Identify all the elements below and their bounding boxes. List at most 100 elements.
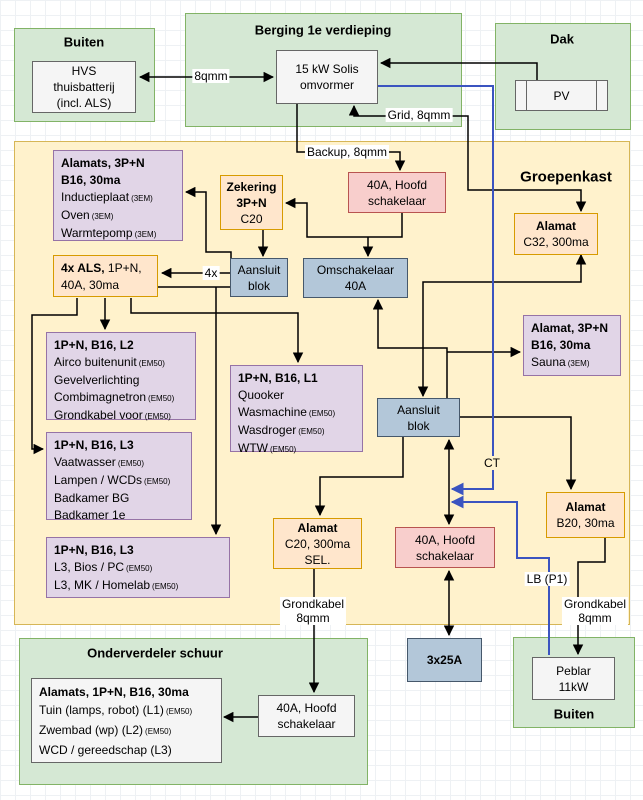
node-text: 40A, Hoofd xyxy=(414,532,476,547)
label-line: 8qmm xyxy=(296,611,330,625)
label-grondkabel-left: Grondkabel 8qmm xyxy=(279,597,347,625)
node-peblar: Peblar 11kW xyxy=(532,657,615,700)
node-text: 1P+N, B16, L3 xyxy=(54,543,134,557)
node-text: Warmtepomp(3EM) xyxy=(61,226,157,240)
node-text: 3P+N xyxy=(236,195,267,210)
node-text: 1P+N, B16, L2 xyxy=(54,338,134,352)
node-text: L3, Bios / PC(EM50) xyxy=(54,560,153,574)
node-text: Alamats, 1P+N, B16, 30ma xyxy=(39,685,189,699)
node-text: HVS xyxy=(71,64,97,78)
node-aansluitblok-right: Aansluit blok xyxy=(377,398,460,437)
node-text: Alamat xyxy=(535,219,576,233)
node-text: WCD / gereedschap (L3) xyxy=(39,743,172,757)
node-text: 15 kW Solis xyxy=(295,62,359,76)
node-group-l1: 1P+N, B16, L1 Quooker Wasmachine(EM50) W… xyxy=(230,365,363,455)
node-alamat-c20-sel: Alamat C20, 300ma SEL. xyxy=(273,518,362,569)
node-group-l3-a: 1P+N, B16, L3 Vaatwasser(EM50) Lampen / … xyxy=(46,432,192,522)
node-text: Zwembad (wp) (L2)(EM50) xyxy=(39,723,172,737)
pv-end-cap-left xyxy=(526,81,527,110)
node-text: (incl. ALS) xyxy=(56,96,112,110)
node-text: Alamats, 3P+N xyxy=(61,156,145,170)
label-lb-p1: LB (P1) xyxy=(524,572,570,586)
node-text: B16, 30ma xyxy=(531,338,591,352)
node-text: Wasmachine(EM50) xyxy=(238,405,336,419)
node-text: Airco buitenunit(EM50) xyxy=(54,355,165,369)
node-alamat-b20: Alamat B20, 30ma xyxy=(546,492,625,538)
node-text: Alamat, 3P+N xyxy=(531,321,609,335)
node-hoofdschakelaar-top: 40A, Hoofd schakelaar xyxy=(348,172,446,213)
node-text: 40A, Hoofd xyxy=(366,177,428,192)
node-group-l2: 1P+N, B16, L2 Airco buitenunit(EM50) Gev… xyxy=(46,332,196,422)
area-title-schuur: Onderverdeler schuur xyxy=(87,645,223,661)
node-text: B16, 30ma xyxy=(61,173,121,187)
node-hoofdschakelaar-bottom: 40A, Hoofd schakelaar xyxy=(395,527,495,568)
node-text: Tuin (lamps, robot) (L1)(EM50) xyxy=(39,703,193,717)
node-text: 3x25A xyxy=(426,653,463,667)
node-text: B20, 30ma xyxy=(556,516,615,530)
label-line: Grondkabel xyxy=(281,597,345,611)
label-ct: CT xyxy=(482,456,502,470)
node-text: C20 xyxy=(240,211,263,226)
node-text: Badkamer BG xyxy=(54,491,130,505)
node-text: schakelaar xyxy=(415,548,475,563)
area-title-dak: Dak xyxy=(550,31,574,47)
node-text: Inductieplaat(3EM) xyxy=(61,190,153,204)
node-text: L3, MK / Homelab(EM50) xyxy=(54,578,179,592)
node-text: Vaatwasser(EM50) xyxy=(54,455,145,469)
node-text: SEL. xyxy=(304,552,331,567)
node-hoofdschakelaar-schuur: 40A, Hoofd schakelaar xyxy=(258,695,355,737)
node-text: Aansluit xyxy=(397,402,440,417)
node-text: Combimagnetron(EM50) xyxy=(54,390,175,404)
node-text: Zekering xyxy=(226,179,277,194)
node-aansluitblok-top: Aansluit blok xyxy=(230,258,288,297)
node-group-l3-b: 1P+N, B16, L3 L3, Bios / PC(EM50) L3, MK… xyxy=(46,537,230,598)
node-text: 11kW xyxy=(558,679,589,694)
label-grid-8qmm: Grid, 8qmm xyxy=(385,108,453,122)
node-pv: PV xyxy=(515,80,608,111)
node-alamat-sauna: Alamat, 3P+N B16, 30ma Sauna(3EM) xyxy=(523,315,621,376)
node-text: Badkamer 1e xyxy=(54,508,126,522)
node-alamats-3pn: Alamats, 3P+N B16, 30ma Inductieplaat(3E… xyxy=(53,150,183,241)
node-zekering-3pn: Zekering 3P+N C20 xyxy=(220,175,283,230)
node-text: schakelaar xyxy=(277,717,336,731)
node-text: thuisbatterij xyxy=(53,80,115,94)
node-text: omvormer xyxy=(299,78,354,92)
node-text: 40A, Hoofd xyxy=(276,701,337,715)
node-solis-omvormer: 15 kW Solis omvormer xyxy=(276,50,378,104)
area-title-buiten-bottom-right: Buiten xyxy=(553,706,595,722)
label-8qmm: 8qmm xyxy=(192,69,230,83)
node-text: Alamat xyxy=(297,520,338,535)
node-text: 1P+N, B16, L3 xyxy=(54,438,134,452)
area-title-berging: Berging 1e verdieping xyxy=(254,22,392,38)
node-alamat-c32: Alamat C32, 300ma xyxy=(514,213,598,255)
node-omschakelaar: Omschakelaar 40A xyxy=(303,258,408,298)
label-line: Grondkabel xyxy=(563,597,627,611)
node-text: blok xyxy=(407,418,430,433)
label-grondkabel-right: Grondkabel 8qmm xyxy=(561,597,629,625)
label-4x: 4x xyxy=(202,266,220,280)
node-text: Gevelverlichting xyxy=(54,373,140,387)
node-text: Sauna(3EM) xyxy=(531,355,590,369)
node-alamats-schuur: Alamats, 1P+N, B16, 30ma Tuin (lamps, ro… xyxy=(31,678,222,763)
pv-end-cap-right xyxy=(596,81,597,110)
area-title-groepenkast: Groepenkast xyxy=(520,168,612,186)
node-text: Quooker xyxy=(238,388,285,402)
node-text: WTW(EM50) xyxy=(238,441,297,455)
node-4x-als: 4x ALS, 1P+N, 40A, 30ma xyxy=(53,255,158,297)
node-text: 40A xyxy=(344,279,367,293)
label-backup-8qmm: Backup, 8qmm xyxy=(304,145,390,159)
node-text: C20, 300ma xyxy=(284,536,351,551)
node-text: Oven(3EM) xyxy=(61,208,114,222)
node-text: Grondkabel voor(EM50) xyxy=(54,408,171,422)
node-hvs-thuisbatterij: HVS thuisbatterij (incl. ALS) xyxy=(32,61,136,113)
node-text: 1P+N, B16, L1 xyxy=(238,371,318,385)
node-text: C32, 300ma xyxy=(523,235,589,249)
node-text: blok xyxy=(247,278,270,293)
node-text: Aansluit xyxy=(237,262,281,277)
area-title-buiten-top-left: Buiten xyxy=(63,34,105,50)
label-line: 8qmm xyxy=(578,611,612,625)
node-text: Wasdroger(EM50) xyxy=(238,423,325,437)
node-text: PV xyxy=(553,88,570,103)
node-text: Peblar xyxy=(556,663,591,678)
